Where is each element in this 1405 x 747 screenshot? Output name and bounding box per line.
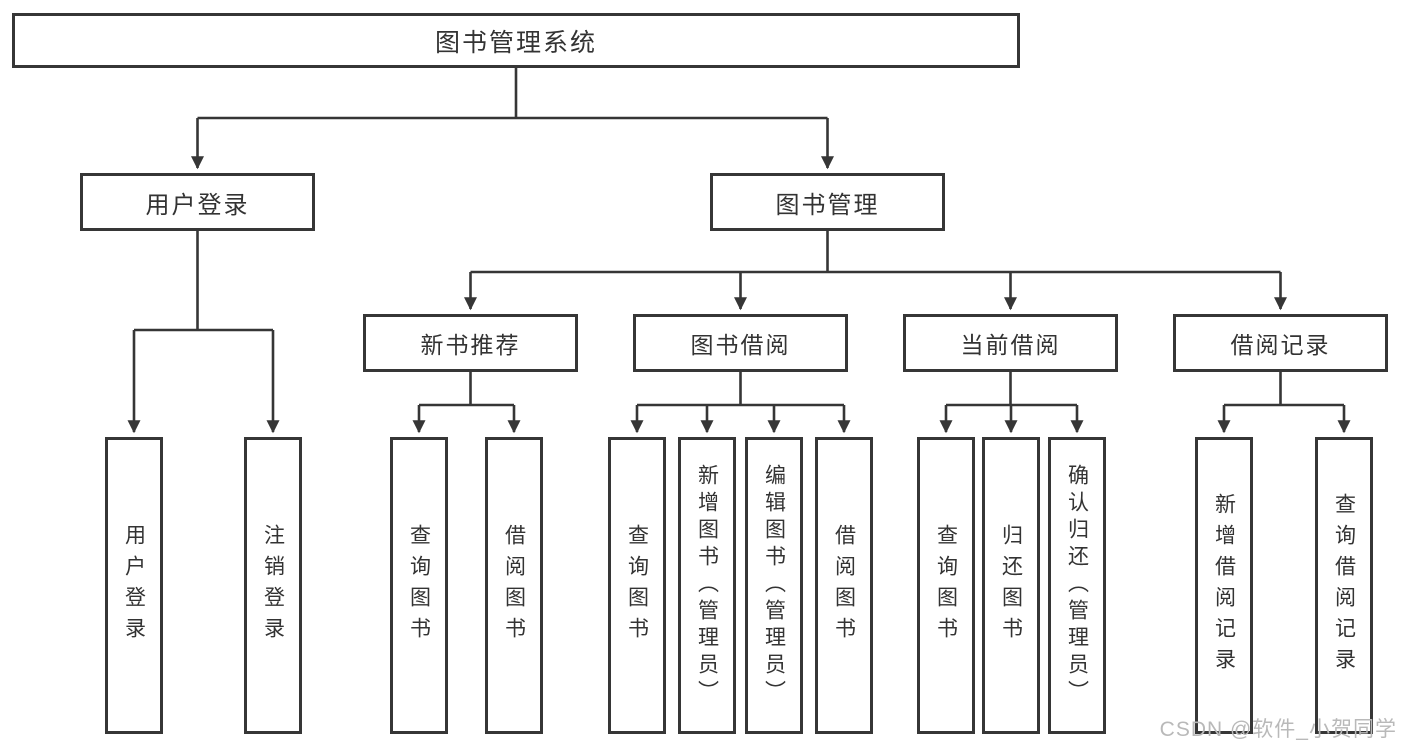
node-query-books-current: 查询图书: [917, 437, 975, 734]
node-current-borrowing: 当前借阅: [903, 314, 1118, 372]
node-new-book-recommendation: 新书推荐: [363, 314, 578, 372]
node-add-borrow-record: 新增借阅记录: [1195, 437, 1253, 734]
node-logout-leaf: 注销登录: [244, 437, 302, 734]
node-query-books-recommendation: 查询图书: [390, 437, 448, 734]
node-user-login-branch: 用户登录: [80, 173, 315, 231]
node-edit-book-admin: 编辑图书（管理员）: [745, 437, 803, 734]
node-confirm-return-admin: 确认归还（管理员）: [1048, 437, 1106, 734]
csdn-watermark: CSDN @软件_小贺同学: [1159, 718, 1397, 741]
node-return-books: 归还图书: [982, 437, 1040, 734]
node-add-book-admin: 新增图书（管理员）: [678, 437, 736, 734]
node-book-borrowing: 图书借阅: [633, 314, 848, 372]
node-book-management-branch: 图书管理: [710, 173, 945, 231]
node-query-books-borrowing: 查询图书: [608, 437, 666, 734]
node-borrow-books-borrowing: 借阅图书: [815, 437, 873, 734]
node-user-login-leaf: 用户登录: [105, 437, 163, 734]
node-library-management-system: 图书管理系统: [12, 13, 1020, 68]
node-query-borrow-record: 查询借阅记录: [1315, 437, 1373, 734]
node-borrow-books-recommendation: 借阅图书: [485, 437, 543, 734]
node-borrowing-records: 借阅记录: [1173, 314, 1388, 372]
